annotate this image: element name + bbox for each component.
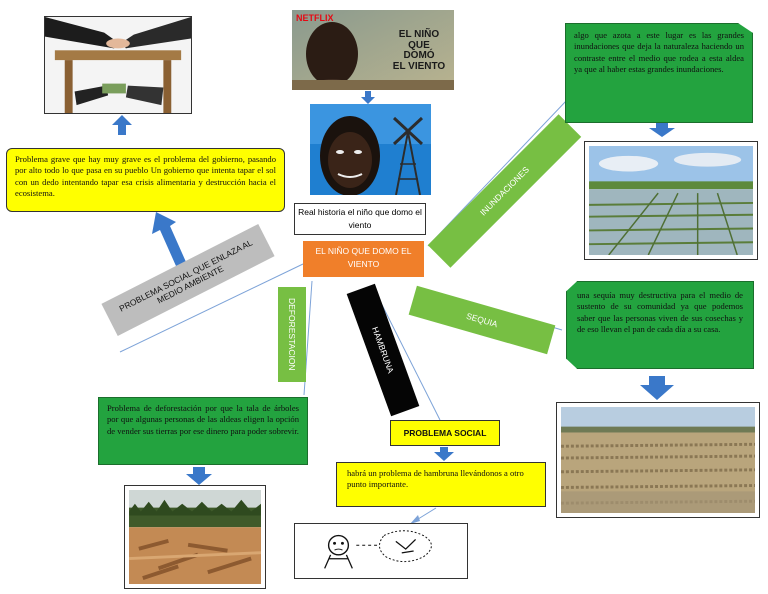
movie-poster: NETFLIX EL NIÑO QUE DOMÓ EL VIENTO — [292, 10, 454, 90]
arrow-up-icon — [152, 212, 186, 266]
social-problem-label: PROBLEMA SOCIAL — [390, 420, 500, 446]
central-topic: EL NIÑO QUE DOMO EL VIENTO — [303, 241, 424, 277]
deforested-land-image — [124, 485, 266, 589]
deforestation-note: Problema de deforestación por que la tal… — [98, 397, 308, 465]
drought-note: una sequía muy destructiva para el medio… — [566, 281, 754, 369]
history-caption: Real historia el niño que domo el viento — [294, 203, 426, 235]
flooded-field-image — [584, 141, 758, 260]
government-note: Problema grave que hay muy grave es el p… — [6, 148, 285, 212]
deforestation-label: DEFORESTACION — [278, 287, 306, 382]
arrow-down-icon — [640, 376, 674, 400]
floods-note: algo que azota a este lugar es las grand… — [565, 23, 753, 123]
arrow-down-icon — [186, 467, 212, 485]
arrow-down-icon — [649, 123, 675, 137]
corruption-handshake-image — [44, 16, 192, 114]
famine-note: habrá un problema de hambruna llevándono… — [336, 462, 546, 507]
arrow-down-icon — [361, 91, 375, 104]
boy-windmill-photo — [310, 104, 431, 195]
dry-field-image — [556, 402, 760, 518]
poster-title: EL NIÑO QUE DOMÓ EL VIENTO — [392, 29, 446, 72]
arrow-up-icon — [112, 115, 132, 135]
arrow-down-icon — [434, 447, 454, 461]
netflix-logo: NETFLIX — [296, 13, 334, 23]
famine-sketch-image — [294, 523, 468, 579]
